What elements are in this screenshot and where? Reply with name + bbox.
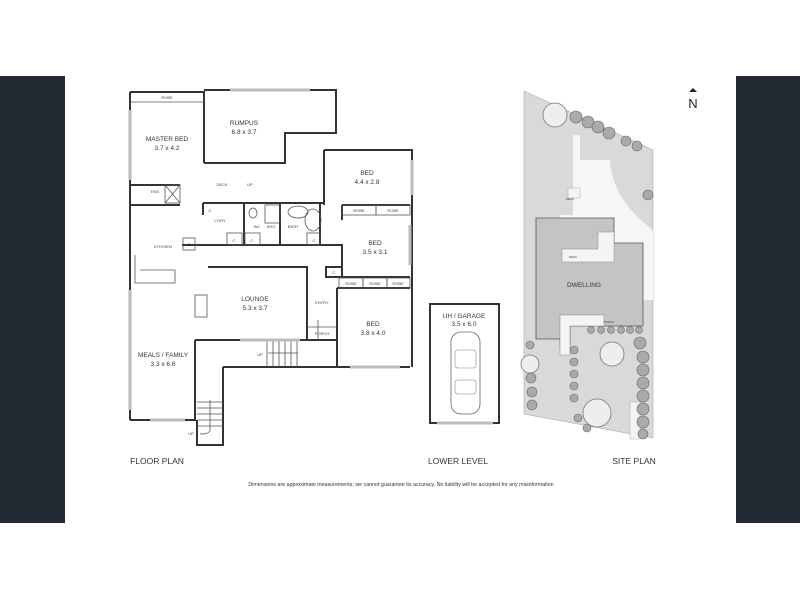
label-sho: SHO (267, 224, 276, 229)
left-dark-band (0, 76, 65, 523)
label-entry: ENTRY (315, 300, 329, 305)
room-master-bed-size: 3.7 x 4.2 (155, 145, 180, 152)
room-meals-name: MEALS / FAMILY (138, 352, 189, 359)
floor-plan-walls (128, 88, 414, 446)
label-up: UP (247, 182, 253, 187)
site-deck-label: DECK (566, 197, 574, 201)
label-robe: ROBE (345, 281, 357, 286)
room-lounge-size: 5.3 x 3.7 (243, 305, 268, 312)
label-kitchen: KITCHEN (154, 244, 172, 249)
label-cupboard: C (333, 270, 336, 275)
site-porch-label: PORCH (604, 320, 615, 324)
label-cupboard: C (233, 238, 236, 243)
lower-level-title: LOWER LEVEL (428, 456, 488, 466)
room-bed3-name: BED (366, 321, 380, 328)
label-up: UP (257, 352, 263, 357)
floor-plan-labels: MASTER BED 3.7 x 4.2 RUMPUS 6.8 x 3.7 BE… (138, 95, 404, 436)
label-cupboard: C (251, 238, 254, 243)
label-cupboard: C (313, 238, 316, 243)
north-arrow-icon (689, 88, 697, 92)
label-robe: ROBE (392, 281, 404, 286)
label-porch: PORCH (315, 331, 330, 336)
disclaimer-text: Dimensions are approximate measurements;… (248, 482, 553, 488)
room-master-bed-name: MASTER BED (146, 136, 189, 143)
room-rumpus-size: 6.8 x 3.7 (232, 129, 257, 136)
room-lounge-name: LOUNGE (241, 296, 269, 303)
tree-icons (520, 102, 654, 440)
label-robe: ROBE (369, 281, 381, 286)
label-deck: DECK (216, 182, 227, 187)
label-wc: WC (254, 224, 261, 229)
site-deck-label: DECK (569, 255, 577, 259)
room-bed1-size: 4.4 x 2.8 (355, 179, 380, 186)
garage-name: UH / GARAGE (443, 313, 486, 320)
label-robe: ROBE (387, 208, 399, 213)
room-bed2-size: 3.5 x 3.1 (363, 249, 388, 256)
site-dwelling-label: DWELLING (567, 282, 601, 289)
label-robe: ROBE (161, 95, 173, 100)
label-ldry: L'DRY (214, 218, 226, 223)
room-bed3-size: 3.8 x 4.0 (361, 330, 386, 337)
label-robe: ROBE (353, 208, 365, 213)
label-ens: ENS (151, 189, 160, 194)
lower-level-garage: UH / GARAGE 3.5 x 6.0 (429, 303, 500, 425)
room-meals-size: 3.3 x 6.6 (151, 361, 176, 368)
room-bed2-name: BED (368, 240, 382, 247)
floor-plan-title: FLOOR PLAN (130, 456, 184, 466)
car-icon (450, 331, 481, 415)
label-cupboard: C (209, 208, 212, 213)
room-bed1-name: BED (360, 170, 374, 177)
site-plan: DWELLING DECK DECK PORCH N (520, 88, 698, 440)
garage-size: 3.5 x 6.0 (452, 321, 477, 328)
label-fridge: F (188, 242, 191, 247)
label-up: UP (188, 431, 194, 436)
site-plan-title: SITE PLAN (612, 456, 655, 466)
label-bath: BATH (288, 224, 298, 229)
room-rumpus-name: RUMPUS (230, 120, 259, 127)
right-dark-band (736, 76, 800, 523)
north-label: N (688, 96, 697, 111)
